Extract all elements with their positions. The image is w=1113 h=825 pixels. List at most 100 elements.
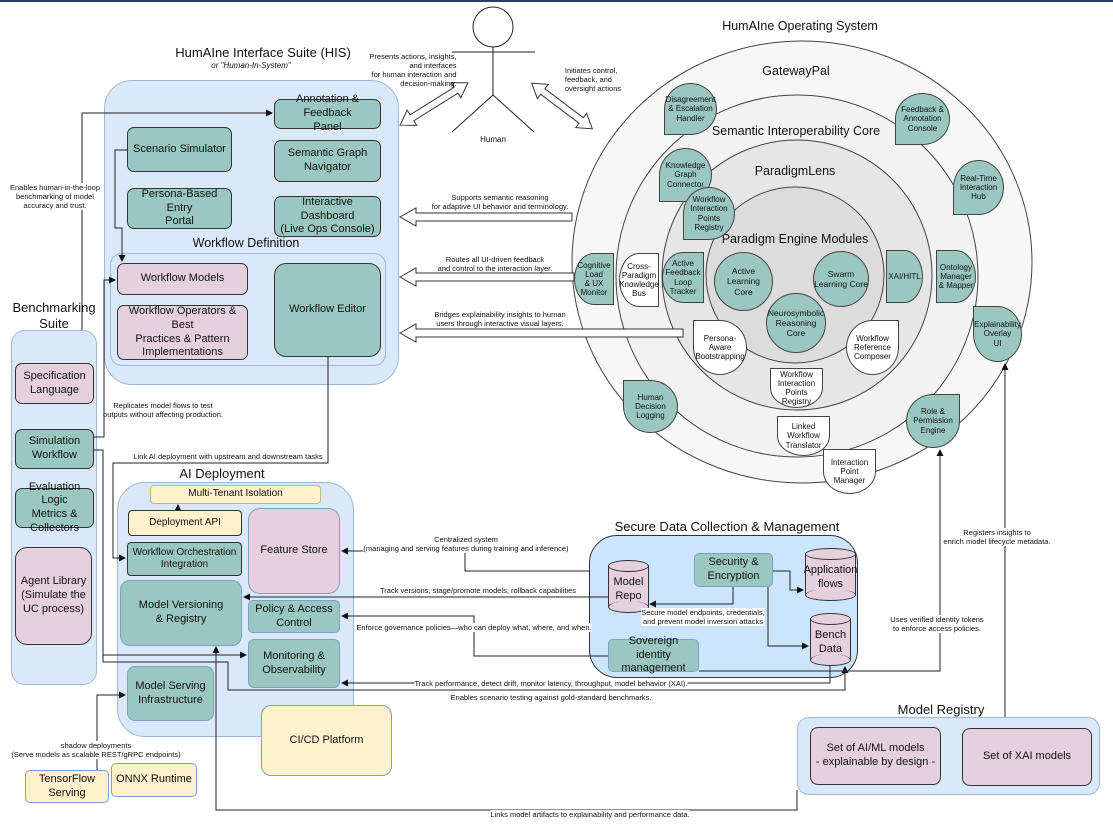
semantic-reasoning-arrow bbox=[398, 207, 573, 227]
initiates-label: Initiates control, feedback, and oversig… bbox=[564, 66, 622, 93]
gatewaypal-title: GatewayPal bbox=[762, 64, 830, 78]
workflow-models[interactable]: Workflow Models bbox=[117, 263, 248, 295]
cross-paradigm-knowledge-bus[interactable]: Cross- Paradigm Knowledge Bus bbox=[619, 253, 659, 307]
routes-label: Routes all UI-driven feedback and contro… bbox=[437, 255, 553, 273]
monitoring-observability[interactable]: Monitoring & Observability bbox=[248, 639, 340, 688]
bench-data-label: Bench Data bbox=[814, 629, 847, 655]
human-his-double-arrow bbox=[399, 82, 469, 126]
edge-identity-tokens bbox=[699, 449, 944, 672]
workflow-definition-title: Workflow Definition bbox=[192, 236, 300, 250]
aiml-models-set[interactable]: Set of AI/ML models - explainable by des… bbox=[810, 727, 941, 785]
workflow-interaction-points-registry-lower[interactable]: Workflow Interaction Points Registry bbox=[770, 368, 823, 408]
model-repo-database[interactable]: Model Repo bbox=[608, 560, 649, 613]
shadow-deployments-label: shadow deployments (Serve models as scal… bbox=[11, 741, 181, 759]
workflow-reference-composer[interactable]: Workflow Reference Composer bbox=[846, 320, 899, 375]
track-versions-label: Track versions, stage/promote models, ro… bbox=[379, 586, 577, 595]
edge-centralized bbox=[341, 547, 590, 572]
active-learning-core[interactable]: Active Learning Core bbox=[714, 252, 773, 311]
annotation-feedback-panel[interactable]: Annotation & Feedback Panel bbox=[274, 93, 381, 133]
policy-access-control[interactable]: Policy & Access Control bbox=[248, 600, 340, 633]
semantic-reasoning-label: Supports semantic reasoning for adaptive… bbox=[431, 193, 569, 211]
edge-hitl bbox=[81, 109, 273, 330]
human-figure-icon bbox=[451, 6, 535, 133]
multi-tenant-isolation[interactable]: Multi-Tenant Isolation bbox=[150, 485, 321, 504]
scenario-testing-label: Enables scenario testing against gold-st… bbox=[450, 693, 652, 702]
bridges-label: Bridges explainability insights to human… bbox=[434, 310, 566, 328]
presents-label: Presents actions, insights, and interfac… bbox=[369, 52, 457, 88]
simulation-workflow[interactable]: Simulation Workflow bbox=[15, 429, 94, 469]
semantic-graph-navigator[interactable]: Semantic Graph Navigator bbox=[274, 140, 381, 182]
workflow-operators[interactable]: Workflow Operators & Best Practices & Pa… bbox=[117, 305, 248, 360]
model-serving-infrastructure[interactable]: Model Serving Infrastructure bbox=[127, 666, 214, 721]
interactive-dashboard[interactable]: Interactive Dashboard (Live Ops Console) bbox=[274, 196, 381, 237]
edge-scenario-workflow-models bbox=[114, 149, 127, 262]
centralized-label: Centralized system (managing and serving… bbox=[363, 535, 569, 553]
enforce-label: Enforce governance policies—who can depl… bbox=[356, 623, 592, 632]
secure-data-title: Secure Data Collection & Management bbox=[614, 519, 840, 534]
realtime-interaction-hub[interactable]: Real-Time Interaction Hub bbox=[953, 160, 1004, 215]
xai-hitl[interactable]: XAI/HITL bbox=[886, 250, 923, 303]
model-registry-title: Model Registry bbox=[897, 702, 985, 717]
persona-entry-portal[interactable]: Persona-Based Entry Portal bbox=[127, 188, 232, 229]
interaction-point-manager[interactable]: Interaction Point Manager bbox=[823, 449, 876, 494]
ontology-manager-mapper[interactable]: Ontology Manager & Mapper bbox=[936, 250, 976, 303]
active-feedback-loop-tracker[interactable]: Active Feedback Loop Tracker bbox=[662, 252, 704, 303]
application-flows-database[interactable]: Application flows bbox=[804, 548, 857, 601]
os-title: HumAIne Operating System bbox=[722, 19, 878, 33]
human-decision-logging[interactable]: Human Decision Logging bbox=[623, 380, 678, 433]
ai-deployment-title: AI Deployment bbox=[179, 466, 265, 481]
sovereign-identity-management[interactable]: Sovereign identity management bbox=[608, 635, 699, 674]
secure-endpoints-label: Secure model endpoints, credentials, and… bbox=[641, 608, 765, 626]
workflow-interaction-points-registry-upper[interactable]: Workflow Interaction Points Registry bbox=[683, 187, 735, 240]
onnx-runtime[interactable]: ONNX Runtime bbox=[111, 763, 197, 797]
bench-data-database[interactable]: Bench Data bbox=[810, 613, 851, 666]
cicd-platform[interactable]: CI/CD Platform bbox=[261, 705, 392, 776]
benchmarking-title: Benchmarking Suite bbox=[12, 300, 96, 331]
model-repo-label: Model Repo bbox=[613, 576, 644, 602]
xai-models-set[interactable]: Set of XAI models bbox=[962, 728, 1092, 786]
engine-modules-ring bbox=[705, 186, 885, 364]
edge-editor-orchestration bbox=[112, 357, 329, 562]
model-versioning-registry[interactable]: Model Versioning & Registry bbox=[120, 580, 242, 646]
links-artifacts-label: Links model artifacts to explainability … bbox=[490, 810, 690, 819]
feedback-annotation-console[interactable]: Feedback & Annotation Console bbox=[895, 93, 950, 145]
security-encryption[interactable]: Security & Encryption bbox=[694, 553, 773, 587]
feature-store[interactable]: Feature Store bbox=[248, 508, 340, 594]
evaluation-logic[interactable]: Evaluation Logic Metrics & Collectors bbox=[15, 481, 94, 534]
link-ai-label: Link AI deployment with upstream and dow… bbox=[133, 452, 323, 461]
track-perf-label: Track performance, detect drift, monitor… bbox=[414, 679, 688, 688]
registers-label: Registers insights to enrich model lifec… bbox=[943, 528, 1051, 546]
paradigm-lens-title: ParadigmLens bbox=[754, 164, 836, 178]
role-permission-engine[interactable]: Role & Permission Engine bbox=[906, 394, 960, 448]
agent-library[interactable]: Agent Library (Simulate the UC process) bbox=[15, 547, 92, 645]
replicates-label: Replicates model flows to test outputs w… bbox=[103, 401, 223, 419]
deployment-api[interactable]: Deployment API bbox=[128, 510, 242, 536]
edge-simulation-workflow-models bbox=[93, 276, 116, 438]
neurosymbolic-reasoning-core[interactable]: Neurosymbolic Reasoning Core bbox=[766, 293, 826, 353]
linked-workflow-translator[interactable]: Linked Workflow Translator bbox=[777, 416, 830, 456]
specification-language[interactable]: Specification Language bbox=[15, 363, 94, 404]
workflow-editor[interactable]: Workflow Editor bbox=[274, 263, 381, 357]
knowledge-graph-connector[interactable]: Knowledge Graph Connector bbox=[659, 148, 712, 202]
disagreement-escalation-handler[interactable]: Disagreement & Escalation Handler bbox=[664, 83, 717, 135]
edge-scenario-bench bbox=[102, 655, 849, 691]
swarm-learning-core[interactable]: Swarm Learning Core bbox=[813, 251, 869, 307]
explainability-overlay-ui[interactable]: Explainability Overlay UI bbox=[973, 306, 1022, 362]
bridges-explainability-arrow bbox=[398, 323, 684, 343]
semantic-core-title: Semantic Interoperability Core bbox=[711, 124, 881, 138]
cognitive-load-ux-monitor[interactable]: Cognitive Load & UX Monitor bbox=[574, 253, 614, 305]
workflow-orchestration[interactable]: Workflow Orchestration Integration bbox=[127, 542, 242, 576]
window-top-border bbox=[0, 0, 1113, 2]
human-os-double-arrow bbox=[530, 82, 594, 130]
human-label: Human bbox=[480, 135, 506, 144]
persona-aware-bootstrapping[interactable]: Persona- Aware Bootstrapping bbox=[693, 320, 747, 375]
tensorflow-serving[interactable]: TensorFlow Serving bbox=[25, 770, 109, 803]
scenario-simulator[interactable]: Scenario Simulator bbox=[127, 127, 232, 172]
edge-simulation-monitoring bbox=[93, 449, 247, 659]
edge-security-repo bbox=[649, 587, 734, 608]
edge-security-bench bbox=[767, 587, 809, 650]
hitl-label: Enables human-in-the-loop benchmarking o… bbox=[9, 183, 101, 210]
identity-tokens-label: Uses verified identity tokens to enforce… bbox=[890, 615, 984, 633]
edge-enforce bbox=[341, 612, 608, 657]
his-title: HumAIne Interface Suite (HIS) bbox=[175, 45, 351, 60]
